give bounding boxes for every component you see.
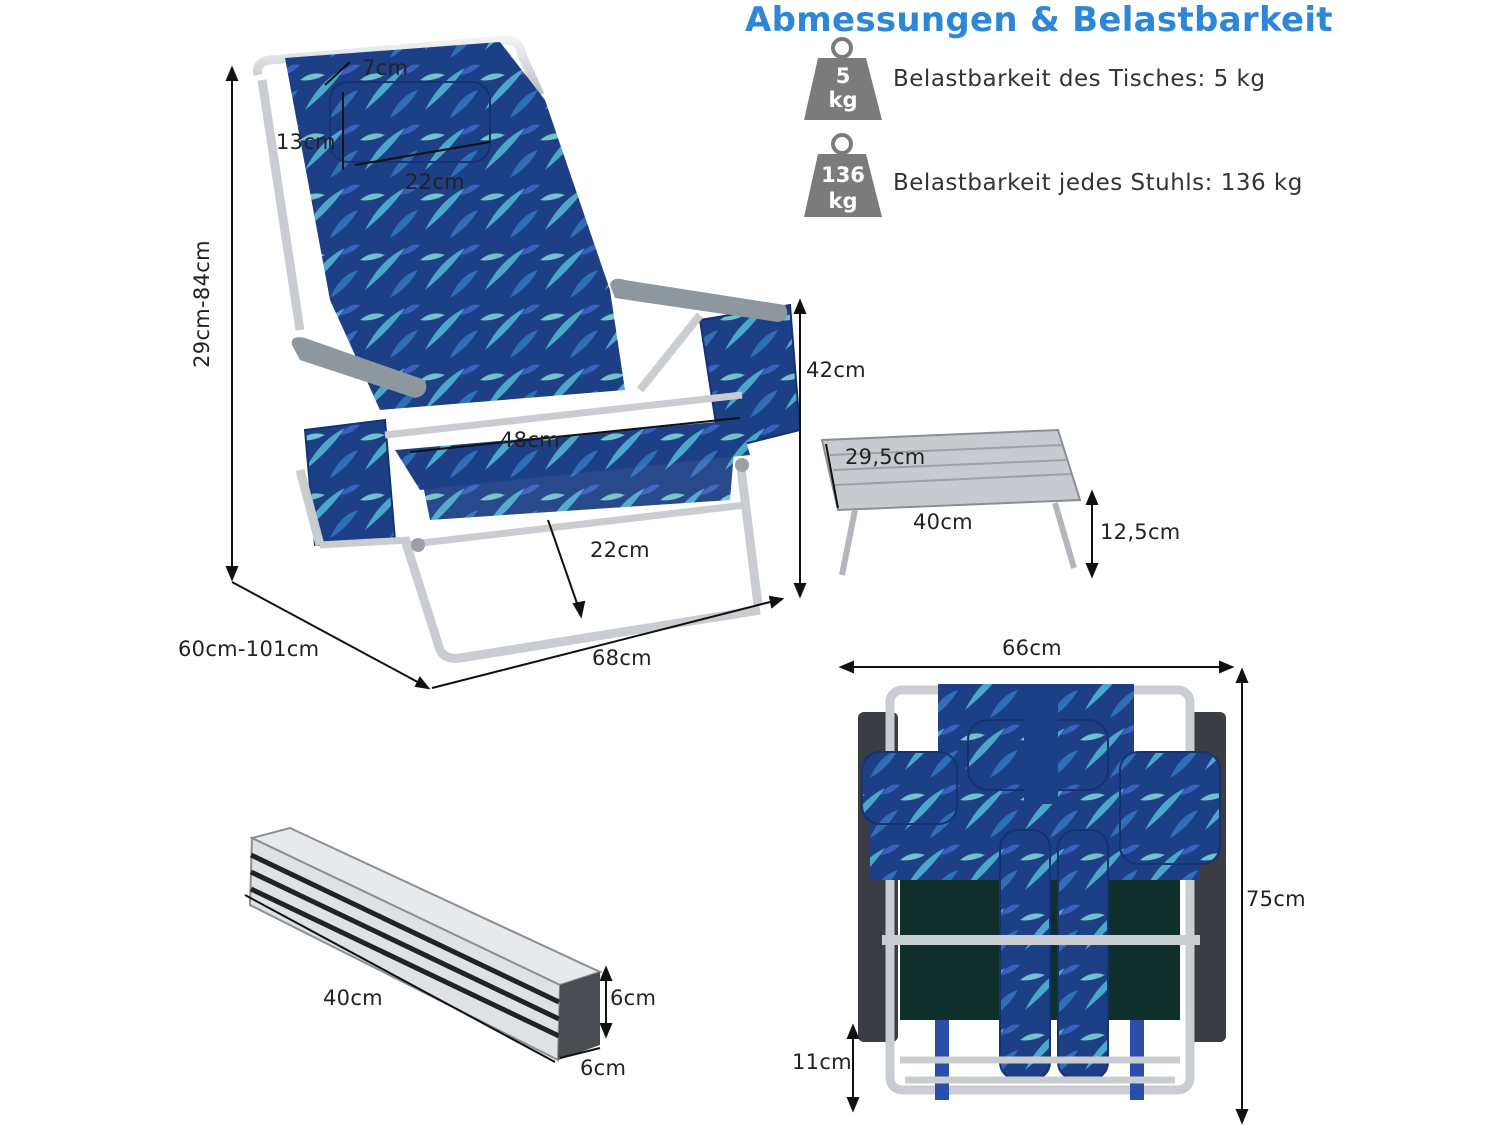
weight-5-label: 5 kg <box>804 64 882 112</box>
weight-136-label: 136 kg <box>804 162 882 214</box>
folded-table-depth-label: 6cm <box>580 1056 627 1080</box>
chair-depth-label: 60cm-101cm <box>178 637 320 661</box>
chair-dimension-lines <box>225 61 807 690</box>
folded-chair-illustration <box>858 684 1226 1100</box>
folded-chair-width-label: 66cm <box>1002 636 1062 660</box>
weight-5kg-icon <box>804 37 882 120</box>
weight-5-unit: kg <box>828 88 858 112</box>
chair-capacity-text: Belastbarkeit jedes Stuhls: 136 kg <box>893 170 1303 196</box>
folded-table-length-label: 40cm <box>323 986 383 1010</box>
beach-chair-illustration <box>253 35 802 663</box>
table-illustration <box>820 428 1082 576</box>
pillow-width-label: 22cm <box>405 170 465 194</box>
folded-table-illustration <box>248 826 603 1062</box>
chair-width-label: 68cm <box>592 646 652 670</box>
folded-chair-thickness-label: 11cm <box>792 1050 852 1074</box>
seat-height-label: 22cm <box>590 538 650 562</box>
page-title: Abmessungen & Belastbarkeit <box>745 0 1333 40</box>
weight-136kg-icon <box>804 133 882 217</box>
folded-table-dimension-lines <box>244 894 613 1063</box>
folded-table-height-label: 6cm <box>610 986 657 1010</box>
folded-chair-dimension-lines <box>838 660 1249 1125</box>
folded-chair-height-label: 75cm <box>1246 887 1306 911</box>
armrest-height-label: 42cm <box>806 358 866 382</box>
pillow-depth-label: 7cm <box>362 56 409 80</box>
table-width-label: 40cm <box>913 510 973 534</box>
backrest-height-label: 29cm-84cm <box>190 240 214 368</box>
table-depth-label: 29,5cm <box>845 445 926 469</box>
pillow-height-label: 13cm <box>276 130 336 154</box>
table-dimension-lines <box>825 443 1099 579</box>
weight-136-number: 136 <box>821 163 865 187</box>
table-capacity-text: Belastbarkeit des Tisches: 5 kg <box>893 66 1266 92</box>
seat-width-label: 48cm <box>500 428 560 452</box>
weight-136-unit: kg <box>828 189 858 213</box>
weight-5-number: 5 <box>835 64 851 88</box>
table-height-label: 12,5cm <box>1100 520 1181 544</box>
